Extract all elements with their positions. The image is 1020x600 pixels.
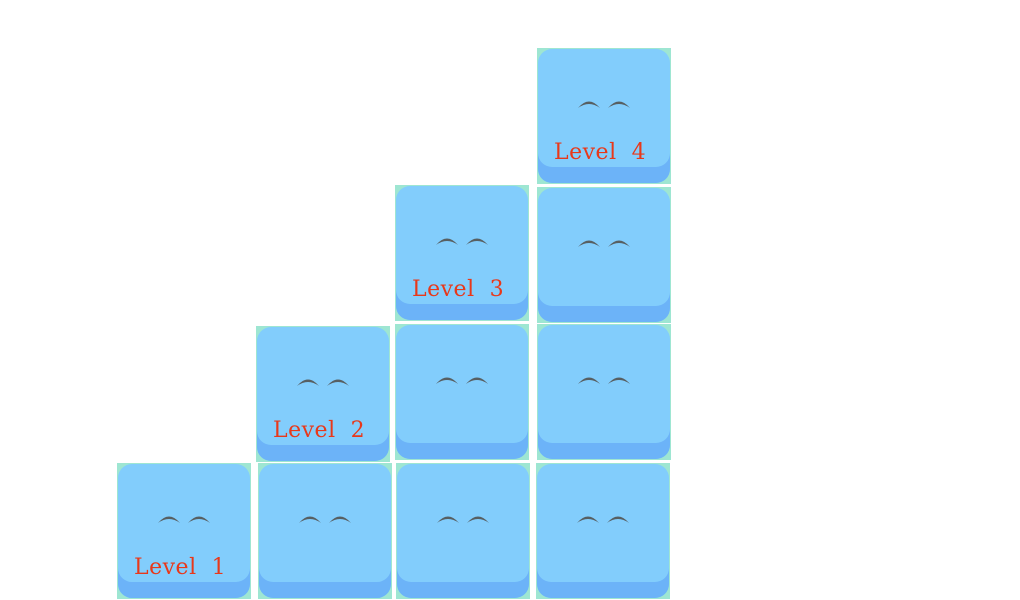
- eye-icon: [608, 101, 630, 108]
- eyes: [257, 375, 389, 387]
- eyes: [538, 236, 670, 248]
- eye-icon: [329, 516, 351, 523]
- level-3-tile[interactable]: Level 3: [395, 185, 529, 321]
- eye-icon: [297, 379, 319, 386]
- eye-icon: [607, 516, 629, 523]
- block-face: [259, 464, 391, 598]
- eye-icon: [327, 379, 349, 386]
- block-face: Level 1: [118, 464, 250, 598]
- block-face: Level 3: [396, 186, 528, 320]
- eye-icon: [436, 377, 458, 384]
- eye-icon: [608, 240, 630, 247]
- eye-icon: [578, 240, 600, 247]
- eyes: [259, 512, 391, 524]
- block-face: [538, 188, 670, 322]
- level-label: Level 2: [273, 418, 366, 443]
- level-4-tile[interactable]: Level 4: [537, 48, 671, 184]
- eye-icon: [437, 516, 459, 523]
- eye-icon: [577, 516, 599, 523]
- block-face: [537, 464, 669, 598]
- block-face: Level 4: [538, 49, 670, 183]
- eyes: [538, 373, 670, 385]
- eye-icon: [436, 238, 458, 245]
- level-label: Level 3: [412, 277, 505, 302]
- level-1-tile[interactable]: Level 1: [117, 463, 251, 599]
- block-tile: [258, 463, 392, 599]
- eye-icon: [188, 516, 210, 523]
- eye-icon: [578, 377, 600, 384]
- block-face: [396, 325, 528, 459]
- eye-icon: [578, 101, 600, 108]
- block-tile: [536, 463, 670, 599]
- eye-icon: [466, 238, 488, 245]
- eyes: [396, 234, 528, 246]
- block-tile: [395, 324, 529, 460]
- eye-icon: [467, 516, 489, 523]
- eye-icon: [299, 516, 321, 523]
- eyes: [537, 512, 669, 524]
- eyes: [396, 373, 528, 385]
- block-tile: [537, 324, 671, 460]
- level-label: Level 1: [134, 555, 227, 580]
- level-2-tile[interactable]: Level 2: [256, 326, 390, 462]
- eye-icon: [466, 377, 488, 384]
- level-label: Level 4: [554, 140, 647, 165]
- block-tile: [396, 463, 530, 599]
- block-face: [538, 325, 670, 459]
- eye-icon: [158, 516, 180, 523]
- eyes: [118, 512, 250, 524]
- block-face: Level 2: [257, 327, 389, 461]
- eyes: [538, 97, 670, 109]
- eye-icon: [608, 377, 630, 384]
- eyes: [397, 512, 529, 524]
- block-tile: [537, 187, 671, 323]
- block-face: [397, 464, 529, 598]
